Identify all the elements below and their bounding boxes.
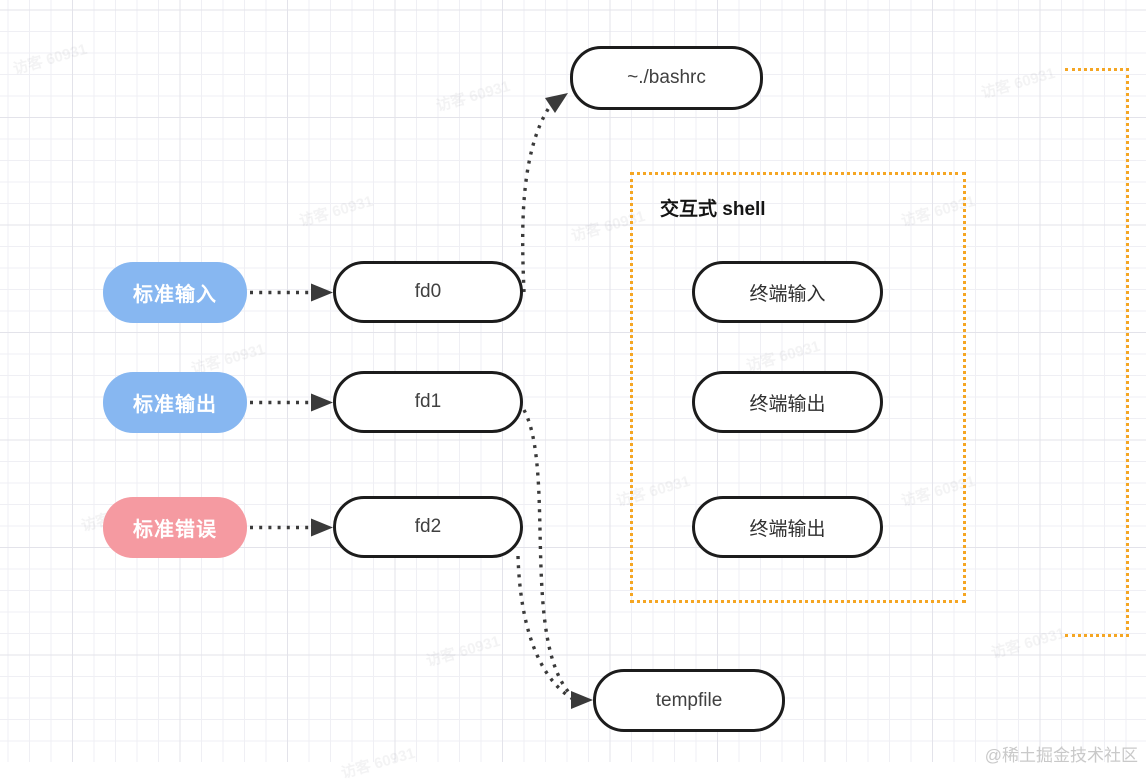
node-terminal-output-1: 终端输出 (692, 371, 883, 433)
arrowhead-stdin-fd0 (311, 283, 333, 302)
arrowhead-fd0-bashrc (545, 93, 568, 113)
arrow-fd1-tempfile (522, 409, 575, 699)
arrow-fd0-bashrc (520, 105, 552, 293)
pill-standard-error: 标准错误 (103, 497, 247, 558)
pill-standard-output: 标准输出 (103, 372, 247, 433)
node-fd1: fd1 (333, 371, 523, 433)
interactive-shell-container (630, 172, 966, 603)
node-terminal-output-2: 终端输出 (692, 496, 883, 558)
node-bashrc: ~./bashrc (570, 46, 763, 110)
node-bashrc-label: ~./bashrc (627, 67, 706, 88)
arrowhead-stdout-fd1 (311, 393, 333, 412)
interactive-shell-title: 交互式 shell (660, 199, 766, 220)
arrow-fd2-tempfile (516, 555, 574, 701)
pill-standard-error-label: 标准错误 (133, 519, 217, 541)
node-fd0: fd0 (333, 261, 523, 323)
node-terminal-output-2-label: 终端输出 (749, 518, 826, 540)
node-terminal-input: 终端输入 (692, 261, 883, 323)
node-fd2: fd2 (333, 496, 523, 558)
node-tempfile: tempfile (593, 669, 785, 732)
node-terminal-input-label: 终端输入 (749, 283, 826, 305)
pill-standard-input: 标准输入 (103, 262, 247, 323)
node-fd1-label: fd1 (414, 391, 442, 412)
node-terminal-output-1-label: 终端输出 (749, 393, 826, 415)
node-tempfile-label: tempfile (655, 689, 723, 711)
node-fd2-label: fd2 (414, 516, 442, 537)
clipped-dotted-box (1065, 68, 1129, 637)
pill-standard-output-label: 标准输出 (133, 394, 217, 416)
node-fd0-label: fd0 (414, 281, 442, 302)
pill-standard-input-label: 标准输入 (133, 284, 217, 306)
arrowhead-tempfile (571, 691, 593, 709)
credit-text: @稀土掘金技术社区 (984, 746, 1138, 765)
arrowhead-stderr-fd2 (311, 518, 333, 537)
